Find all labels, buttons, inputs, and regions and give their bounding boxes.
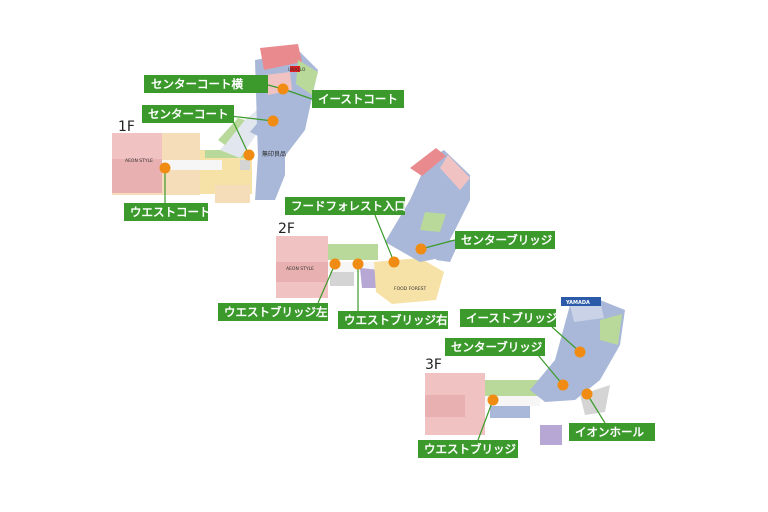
floor-label: 2F — [278, 221, 295, 237]
aeon-style-block — [112, 159, 162, 193]
uniqlo-logo — [290, 66, 300, 72]
tag-label: センターコート横 — [151, 77, 243, 91]
aeon-style-block — [276, 262, 328, 282]
east-wing — [385, 150, 470, 262]
leader-line — [537, 354, 564, 386]
leader-line — [231, 118, 250, 156]
tag-west-court[interactable]: ウエストコート — [124, 203, 211, 221]
tag-food-forest-entrance[interactable]: フードフォレスト入口 — [285, 197, 406, 215]
store-block — [440, 155, 470, 190]
tag-label: センターブリッジ — [451, 340, 543, 354]
tag-label: イーストブリッジ — [466, 311, 558, 325]
leader-line — [477, 399, 494, 441]
marker-west-bridge-left[interactable] — [329, 258, 341, 270]
leader-line — [586, 393, 606, 424]
tag-label: イオンホール — [575, 425, 644, 439]
leader-line — [317, 263, 336, 304]
store-label: AEON STYLE — [286, 266, 314, 272]
muji-block — [255, 155, 285, 200]
store-block — [215, 185, 250, 203]
leader-line — [229, 115, 274, 122]
tag-label: センターブリッジ — [461, 233, 553, 247]
marker-center-court-side[interactable] — [277, 83, 289, 95]
floor-2f: 2F AEON STYLE FOOD FOREST フードフォレスト入口 センタ… — [218, 148, 555, 329]
tag-center-bridge-2f[interactable]: センターブリッジ — [455, 231, 555, 249]
store-block — [330, 272, 354, 286]
store-block — [218, 118, 245, 145]
marker-food-forest-entrance[interactable] — [388, 256, 400, 268]
tag-west-bridge-left[interactable]: ウエストブリッジ左 — [218, 303, 328, 321]
tag-label: ウエストブリッジ — [424, 442, 516, 456]
marker-center-court-2[interactable] — [243, 149, 255, 161]
tag-center-court-side[interactable]: センターコート横 — [144, 75, 268, 93]
tag-label: ウエストブリッジ右 — [344, 313, 448, 327]
corridor — [162, 160, 222, 170]
marker-center-court[interactable] — [267, 115, 279, 127]
store-block — [436, 240, 460, 262]
tag-aeon-hall[interactable]: イオンホール — [569, 423, 655, 441]
tag-east-bridge[interactable]: イーストブリッジ — [460, 309, 558, 327]
leader-line — [374, 214, 395, 263]
leader-line — [420, 239, 456, 250]
store-block — [205, 150, 245, 158]
marker-east-bridge[interactable] — [574, 346, 586, 358]
store-block — [296, 60, 318, 95]
store-label: 無印良品 — [262, 150, 286, 158]
marker-center-bridge-3f[interactable] — [557, 379, 569, 391]
marker-west-court[interactable] — [159, 162, 171, 174]
marker-west-bridge[interactable] — [487, 394, 499, 406]
store-block — [328, 244, 378, 260]
tag-label: センターコート — [148, 107, 229, 121]
tag-west-bridge-right[interactable]: ウエストブリッジ右 — [338, 311, 448, 329]
leader-line — [551, 326, 581, 353]
corridor — [328, 262, 378, 272]
corridor — [485, 396, 540, 406]
store-block — [540, 425, 562, 445]
store-label: FOOD FOREST — [394, 286, 427, 292]
marker-west-bridge-right[interactable] — [352, 258, 364, 270]
store-block — [490, 406, 530, 418]
tag-east-court[interactable]: イーストコート — [312, 90, 404, 108]
yamada-logo — [561, 297, 601, 306]
floor-label: 3F — [425, 357, 442, 373]
store-block — [112, 133, 162, 159]
tag-label: イーストコート — [318, 92, 398, 106]
tag-label: フードフォレスト入口 — [291, 199, 406, 213]
store-block — [485, 380, 540, 396]
tag-label: ウエストブリッジ左 — [224, 305, 328, 319]
food-forest-block — [374, 258, 444, 304]
floor-1f: 1F AEON STYLE 無印良品 UNIQLO — [112, 44, 404, 221]
store-label: YAMADA — [565, 300, 590, 306]
floor-label: 1F — [118, 119, 135, 135]
store-label: AEON STYLE — [125, 158, 153, 164]
store-block — [260, 44, 302, 70]
store-block — [410, 148, 446, 176]
store-block — [240, 160, 250, 170]
store-label: UNIQLO — [288, 67, 306, 73]
tag-label: ウエストコート — [130, 205, 211, 219]
store-block — [425, 395, 465, 417]
tag-west-bridge[interactable]: ウエストブリッジ — [418, 440, 518, 458]
floor-3f: 3F YAMADA イーストブリッジ センターブリッジ ウエストブリ — [418, 297, 655, 458]
store-block — [420, 212, 446, 232]
tag-center-bridge-3f[interactable]: センターブリッジ — [445, 338, 545, 356]
marker-center-bridge-2f[interactable] — [415, 243, 427, 255]
tag-center-court[interactable]: センターコート — [142, 105, 234, 123]
store-block — [600, 314, 622, 345]
marker-aeon-hall[interactable] — [581, 388, 593, 400]
